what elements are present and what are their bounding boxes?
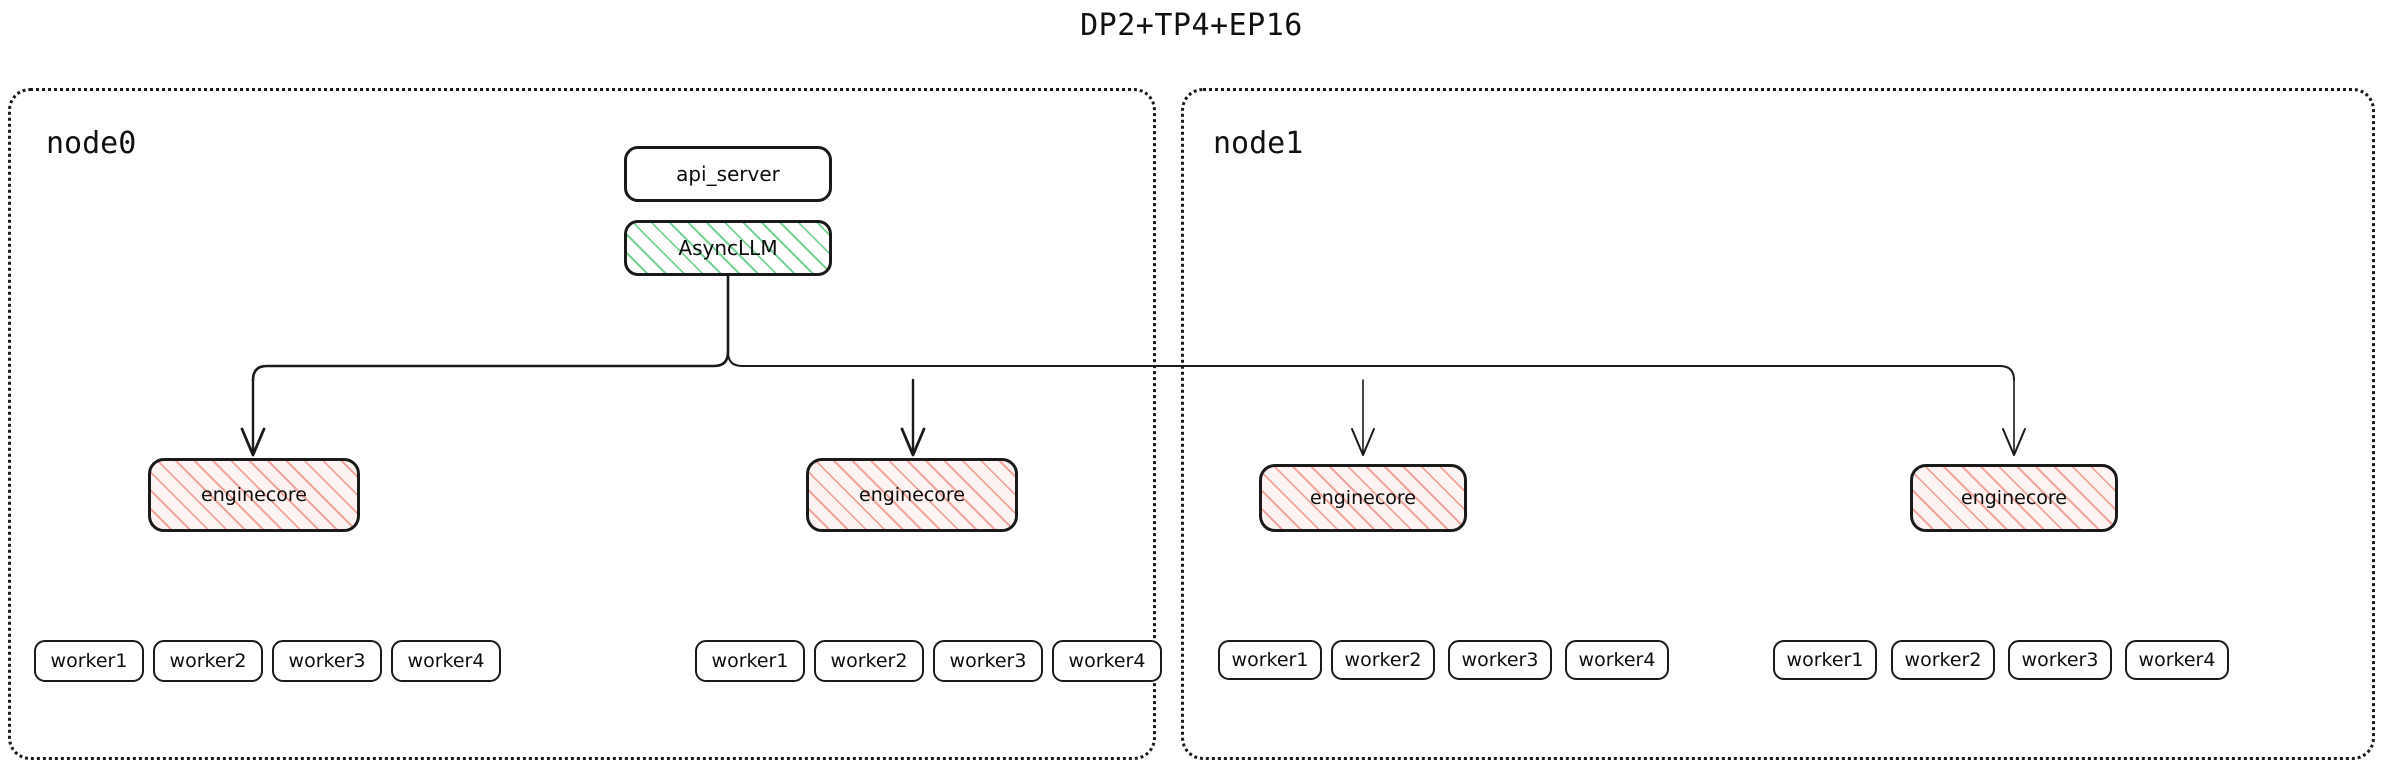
worker-label: worker3: [949, 650, 1027, 672]
node-label-node1: node1: [1213, 126, 1304, 161]
worker-label: worker2: [169, 650, 247, 672]
api-server-label: api_server: [676, 162, 780, 186]
enginecore-label: enginecore: [1961, 487, 2067, 509]
enginecore-node1-0[interactable]: enginecore: [1259, 464, 1467, 532]
api-server-box[interactable]: api_server: [624, 146, 832, 202]
worker-node1-0-2[interactable]: worker3: [1448, 640, 1552, 680]
worker-node0-0-1[interactable]: worker2: [153, 640, 263, 682]
enginecore-node0-1[interactable]: enginecore: [806, 458, 1018, 532]
node-container-node1: [1181, 88, 2375, 760]
worker-node0-1-0[interactable]: worker1: [695, 640, 805, 682]
enginecore-label: enginecore: [1310, 487, 1416, 509]
worker-node1-1-2[interactable]: worker3: [2008, 640, 2112, 680]
node-container-node0: [8, 88, 1156, 760]
worker-label: worker1: [1786, 649, 1864, 671]
worker-node1-0-3[interactable]: worker4: [1565, 640, 1669, 680]
worker-label: worker2: [1904, 649, 1982, 671]
worker-label: worker3: [2021, 649, 2099, 671]
worker-node0-0-3[interactable]: worker4: [391, 640, 501, 682]
worker-label: worker3: [1461, 649, 1539, 671]
worker-node0-1-1[interactable]: worker2: [814, 640, 924, 682]
worker-label: worker2: [830, 650, 908, 672]
page-title: DP2+TP4+EP16: [1080, 8, 1303, 43]
worker-label: worker4: [2138, 649, 2216, 671]
worker-label: worker4: [1068, 650, 1146, 672]
worker-label: worker3: [288, 650, 366, 672]
worker-node1-1-0[interactable]: worker1: [1773, 640, 1877, 680]
worker-node0-0-2[interactable]: worker3: [272, 640, 382, 682]
worker-label: worker1: [1231, 649, 1309, 671]
worker-node1-0-0[interactable]: worker1: [1218, 640, 1322, 680]
async-llm-box[interactable]: AsyncLLM: [624, 220, 832, 276]
worker-node0-1-2[interactable]: worker3: [933, 640, 1043, 682]
worker-label: worker1: [50, 650, 128, 672]
enginecore-node1-1[interactable]: enginecore: [1910, 464, 2118, 532]
worker-label: worker4: [407, 650, 485, 672]
enginecore-label: enginecore: [859, 484, 965, 506]
worker-node1-0-1[interactable]: worker2: [1331, 640, 1435, 680]
node-label-node0: node0: [46, 126, 137, 161]
worker-node0-1-3[interactable]: worker4: [1052, 640, 1162, 682]
async-llm-label: AsyncLLM: [678, 236, 778, 260]
worker-node0-0-0[interactable]: worker1: [34, 640, 144, 682]
worker-label: worker2: [1344, 649, 1422, 671]
enginecore-node0-0[interactable]: enginecore: [148, 458, 360, 532]
worker-node1-1-1[interactable]: worker2: [1891, 640, 1995, 680]
worker-node1-1-3[interactable]: worker4: [2125, 640, 2229, 680]
enginecore-label: enginecore: [201, 484, 307, 506]
worker-label: worker1: [711, 650, 789, 672]
worker-label: worker4: [1578, 649, 1656, 671]
